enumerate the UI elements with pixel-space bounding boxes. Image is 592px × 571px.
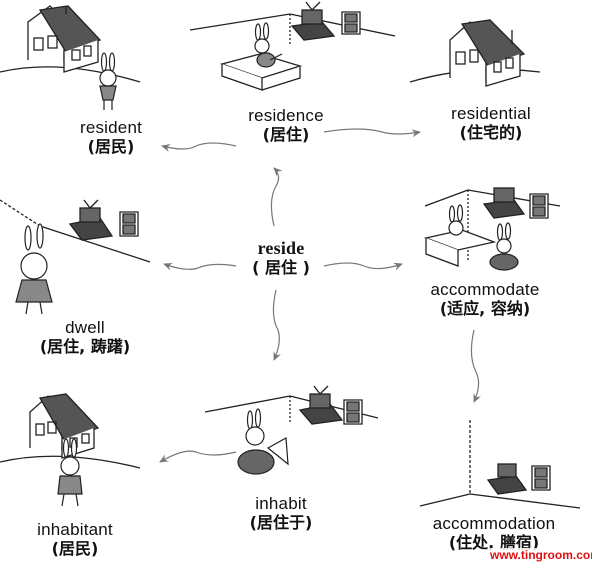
room-illustration-dwell — [0, 199, 151, 263]
node-word: residence — [248, 106, 324, 125]
node-accommodation: accommodation (住处, 膳宿) — [404, 514, 584, 552]
arrow-to-inhabit — [272, 289, 281, 361]
hub-word-reside: reside ( 居住 ) — [236, 238, 326, 277]
rabbit-illustration-accommodate — [448, 204, 519, 271]
node-word: accommodation — [432, 514, 556, 533]
rabbit-illustration-residence — [254, 22, 283, 68]
house-illustration-residential — [409, 19, 541, 87]
node-residence: residence (居住) — [226, 106, 346, 144]
room-illustration-accommodate — [423, 187, 561, 267]
node-word: dwell — [65, 318, 105, 337]
arrow-to-residential — [323, 128, 421, 138]
house-illustration-inhabitant — [0, 393, 141, 469]
hub-gloss: ( 居住 ) — [252, 257, 310, 277]
node-word: residential — [451, 104, 531, 123]
node-accommodate: accommodate (适应, 容纳) — [410, 280, 560, 318]
arrow-to-resident — [161, 142, 237, 152]
node-word: inhabit — [255, 494, 307, 513]
node-inhabit: inhabit (居住于) — [226, 494, 336, 532]
arrow-to-inhabitant — [159, 450, 237, 463]
node-gloss: (住宅的) — [459, 122, 523, 142]
room-illustration-inhabit — [204, 385, 379, 425]
arrow-to-residence — [270, 167, 283, 227]
arrow-to-accommodation — [470, 329, 481, 403]
rabbit-illustration-dwell — [15, 223, 53, 315]
arrow-to-dwell — [163, 262, 237, 271]
node-gloss: (住处, 膳宿) — [448, 532, 540, 552]
node-gloss: (居住) — [262, 124, 310, 144]
connector-arrows — [159, 128, 481, 463]
rabbit-illustration-inhabitant — [57, 438, 83, 507]
room-illustration-residence — [189, 1, 396, 91]
node-residential: residential (住宅的) — [426, 104, 556, 142]
node-gloss: (居住, 踌躇) — [39, 336, 131, 356]
node-gloss: (居住于) — [249, 512, 313, 532]
node-word: accommodate — [430, 280, 540, 299]
hub-word: reside — [257, 238, 305, 258]
arrow-to-accommodate — [323, 262, 403, 271]
house-illustration-resident — [0, 5, 141, 83]
node-word: resident — [79, 118, 143, 137]
rabbit-illustration-resident — [99, 52, 117, 110]
node-gloss: (适应, 容纳) — [439, 298, 531, 318]
watermark-text: www.tingroom.com — [488, 548, 592, 562]
rabbit-illustration-inhabit — [237, 408, 289, 475]
node-dwell: dwell (居住, 踌躇) — [10, 318, 160, 356]
node-inhabitant: inhabitant (居民) — [10, 520, 140, 558]
node-gloss: (居民) — [51, 538, 99, 558]
node-word: inhabitant — [37, 520, 113, 539]
node-resident: resident (居民) — [56, 118, 166, 156]
node-gloss: (居民) — [87, 136, 135, 156]
room-illustration-accommodation — [419, 420, 581, 509]
